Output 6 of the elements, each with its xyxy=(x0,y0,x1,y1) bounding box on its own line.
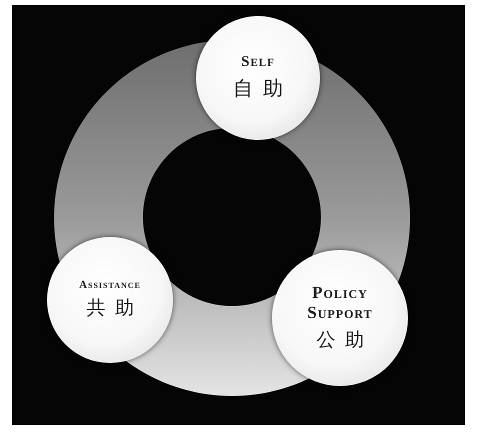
circle-label: 共助 xyxy=(86,296,144,322)
circle-heading: Assistance xyxy=(79,278,141,292)
circle-label: 自助 xyxy=(233,75,293,102)
circle-label: 公助 xyxy=(316,328,374,353)
circle-heading: Policy Support xyxy=(306,283,374,323)
circle-heading: Self xyxy=(241,54,275,72)
